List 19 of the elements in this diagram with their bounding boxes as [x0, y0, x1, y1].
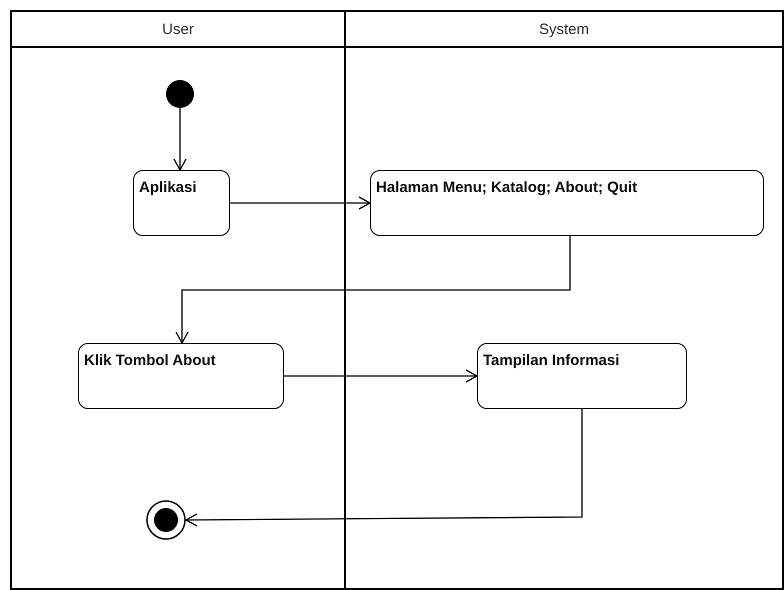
activity-box — [477, 343, 687, 409]
flow-arrow — [185, 409, 583, 527]
flow-arrow — [175, 236, 571, 344]
swimlane — [344, 10, 784, 590]
activity-box — [78, 343, 284, 409]
end-node — [146, 500, 186, 540]
activity-label: Halaman Menu; Katalog; About; Quit — [376, 179, 638, 196]
flow-arrow — [230, 196, 371, 210]
lane-title: System — [538, 20, 589, 38]
activity-box — [133, 170, 230, 236]
activity-label: Tampilan Informasi — [483, 352, 620, 369]
activity-label: Klik Tombol About — [84, 352, 216, 369]
flow-arrow — [173, 108, 187, 171]
activity-box — [370, 170, 764, 236]
activity-label: Aplikasi — [139, 179, 197, 196]
flow-arrow — [284, 369, 478, 383]
lane-title: User — [162, 20, 194, 38]
swimlane — [10, 10, 346, 590]
start-node — [166, 80, 194, 108]
